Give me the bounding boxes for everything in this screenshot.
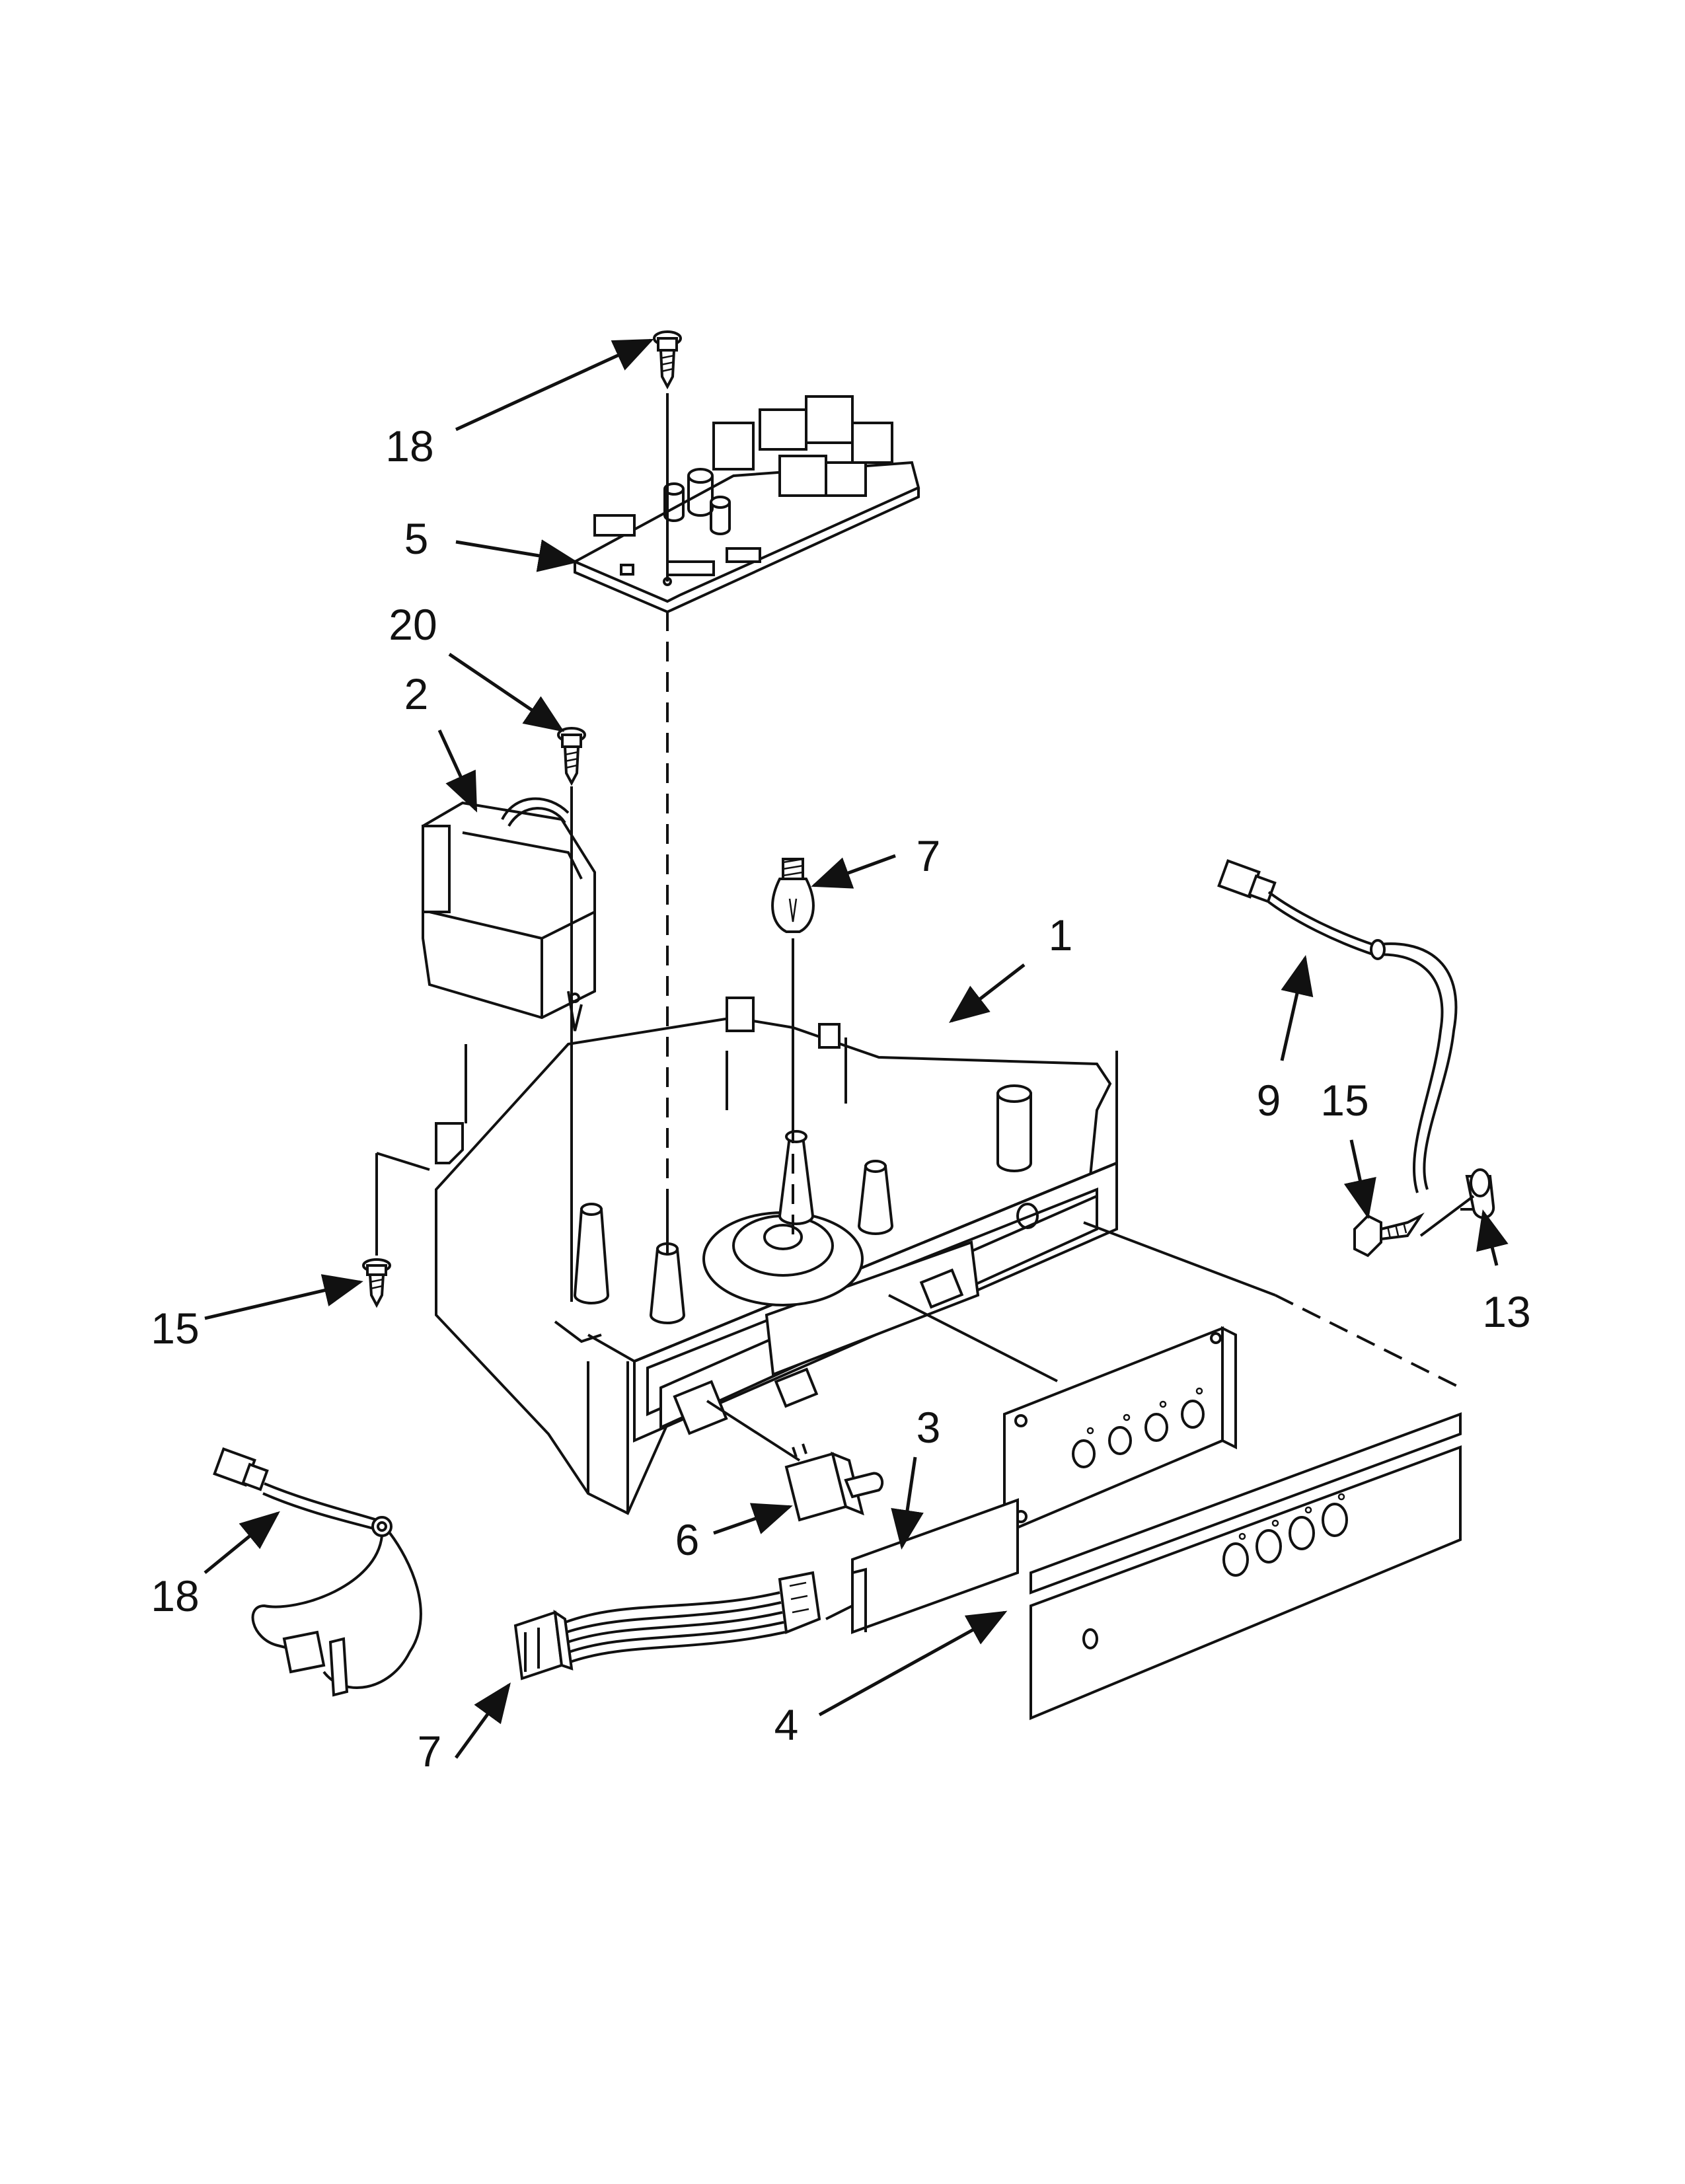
light-bulb-part — [771, 858, 815, 933]
callout-2: 2 — [404, 669, 429, 718]
leader-arrows — [204, 338, 1509, 1759]
screw-part — [557, 727, 586, 786]
callout-7: 7 — [417, 1727, 442, 1776]
switch-part — [784, 1443, 884, 1522]
callout-3: 3 — [916, 1403, 941, 1452]
callout-6: 6 — [675, 1515, 700, 1564]
callout-18: 18 — [385, 422, 434, 471]
callout-4: 4 — [774, 1700, 799, 1749]
callout-15: 15 — [151, 1304, 200, 1353]
sensor-harness-part — [213, 1447, 422, 1697]
control-overlay-part — [1030, 1412, 1462, 1720]
callout-15: 15 — [1320, 1076, 1369, 1125]
screw-part — [1353, 1212, 1425, 1258]
boss-post — [996, 1084, 1032, 1172]
transformer-part — [422, 797, 596, 1032]
callout-13: 13 — [1482, 1287, 1531, 1336]
boss-post — [778, 1130, 815, 1225]
control-board-part — [572, 395, 920, 614]
callout-20: 18 — [151, 1571, 200, 1620]
display-board-part — [851, 1326, 1237, 1634]
boss-post — [573, 1203, 610, 1304]
callout-12: 9 — [1256, 1076, 1281, 1125]
callout-9: 7 — [916, 831, 941, 880]
callout-1: 1 — [1048, 911, 1073, 960]
alignment-lines — [375, 393, 1475, 1620]
clip-part — [1460, 1168, 1495, 1219]
boss-post — [857, 1160, 894, 1235]
housing-part — [435, 997, 1118, 1515]
wire-harness-part — [1217, 859, 1458, 1193]
ribbon-harness-part — [513, 1571, 821, 1680]
callout-5: 5 — [404, 514, 429, 563]
screw-part — [653, 330, 682, 390]
callout-18: 20 — [389, 600, 437, 649]
screw-part — [362, 1258, 391, 1308]
